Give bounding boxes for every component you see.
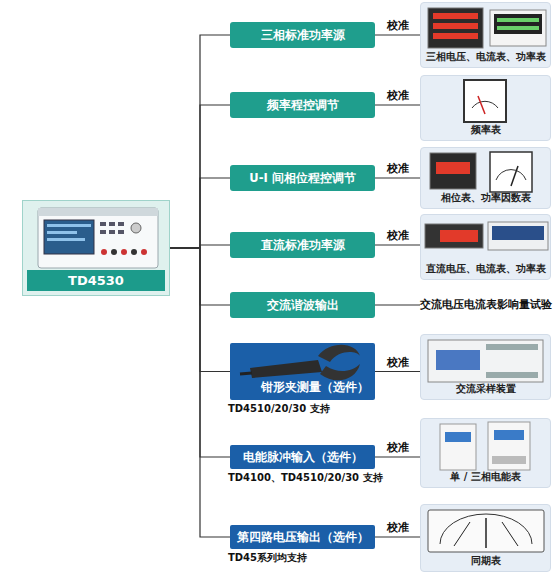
test-item: 交流电压电流表影响量试验 xyxy=(420,295,553,315)
instrument-box: 单 / 三相电能表 xyxy=(420,418,551,488)
option-label: 电能脉冲输入（选件） xyxy=(243,450,363,465)
edge-label: 校准 xyxy=(387,88,409,103)
function-label: 交流谐波输出 xyxy=(267,298,339,313)
instrument-box: 频率表 xyxy=(420,75,551,141)
instrument-caption: 单 / 三相电能表 xyxy=(450,470,521,484)
connector xyxy=(375,244,420,245)
function-box: 频率程控调节 xyxy=(230,92,375,118)
edge-label: 校准 xyxy=(387,520,409,535)
instrument-caption: 直流电压、电流表、功率表 xyxy=(426,262,546,276)
connector xyxy=(375,104,420,105)
connector xyxy=(170,178,230,248)
connector xyxy=(170,248,230,537)
function-box: 直流标准功率源 xyxy=(230,232,375,258)
test-label: 交流电压电流表影响量试验 xyxy=(420,298,552,312)
connector xyxy=(170,105,230,248)
connector xyxy=(170,35,230,248)
edge-label: 校准 xyxy=(387,228,409,243)
device-label: TD4530 xyxy=(27,270,165,291)
connector xyxy=(375,456,420,457)
connector xyxy=(375,304,420,305)
option-box: 第四路电压输出（选件）TD45系列均支持 xyxy=(230,525,375,549)
function-box: 三相标准功率源 xyxy=(230,22,375,48)
instrument-box: 交流采样装置 xyxy=(420,334,551,400)
instrument-box: 直流电压、电流表、功率表 xyxy=(420,214,551,280)
support-note: TD45系列均支持 xyxy=(228,551,307,565)
connector xyxy=(375,34,420,35)
option-label: 第四路电压输出（选件） xyxy=(237,530,369,545)
instrument-caption: 交流采样装置 xyxy=(456,382,516,396)
instrument-caption: 频率表 xyxy=(471,123,501,137)
connector xyxy=(375,371,420,372)
instrument-box: 相位表、功率因数表 xyxy=(420,147,551,209)
function-label: U-I 间相位程控调节 xyxy=(249,171,355,186)
edge-label: 校准 xyxy=(387,161,409,176)
function-box: U-I 间相位程控调节 xyxy=(230,165,375,191)
option-box: 电能脉冲输入（选件）TD4100、TD4510/20/30 支持 xyxy=(230,445,375,469)
connector xyxy=(375,177,420,178)
instrument-box: 同期表 xyxy=(420,504,551,572)
instrument-box: 三相电压、电流表、功率表 xyxy=(420,2,551,68)
support-note: TD4100、TD4510/20/30 支持 xyxy=(228,471,383,485)
edge-label: 校准 xyxy=(387,18,409,33)
support-note: TD4510/20/30 支持 xyxy=(228,402,330,416)
edge-label: 校准 xyxy=(387,355,409,370)
connector xyxy=(375,536,420,537)
edge-label: 校准 xyxy=(387,440,409,455)
option-box: 钳形夹测量（选件）TD4510/20/30 支持 xyxy=(230,343,375,400)
instrument-caption: 相位表、功率因数表 xyxy=(441,191,531,205)
instrument-caption: 同期表 xyxy=(471,554,501,568)
function-box: 交流谐波输出 xyxy=(230,292,375,318)
function-label: 频率程控调节 xyxy=(267,98,339,113)
device-box: TD4530 xyxy=(22,200,170,296)
function-label: 三相标准功率源 xyxy=(261,28,345,43)
instrument-caption: 三相电压、电流表、功率表 xyxy=(426,50,546,64)
option-label: 钳形夹测量（选件） xyxy=(261,380,369,395)
function-label: 直流标准功率源 xyxy=(261,238,345,253)
